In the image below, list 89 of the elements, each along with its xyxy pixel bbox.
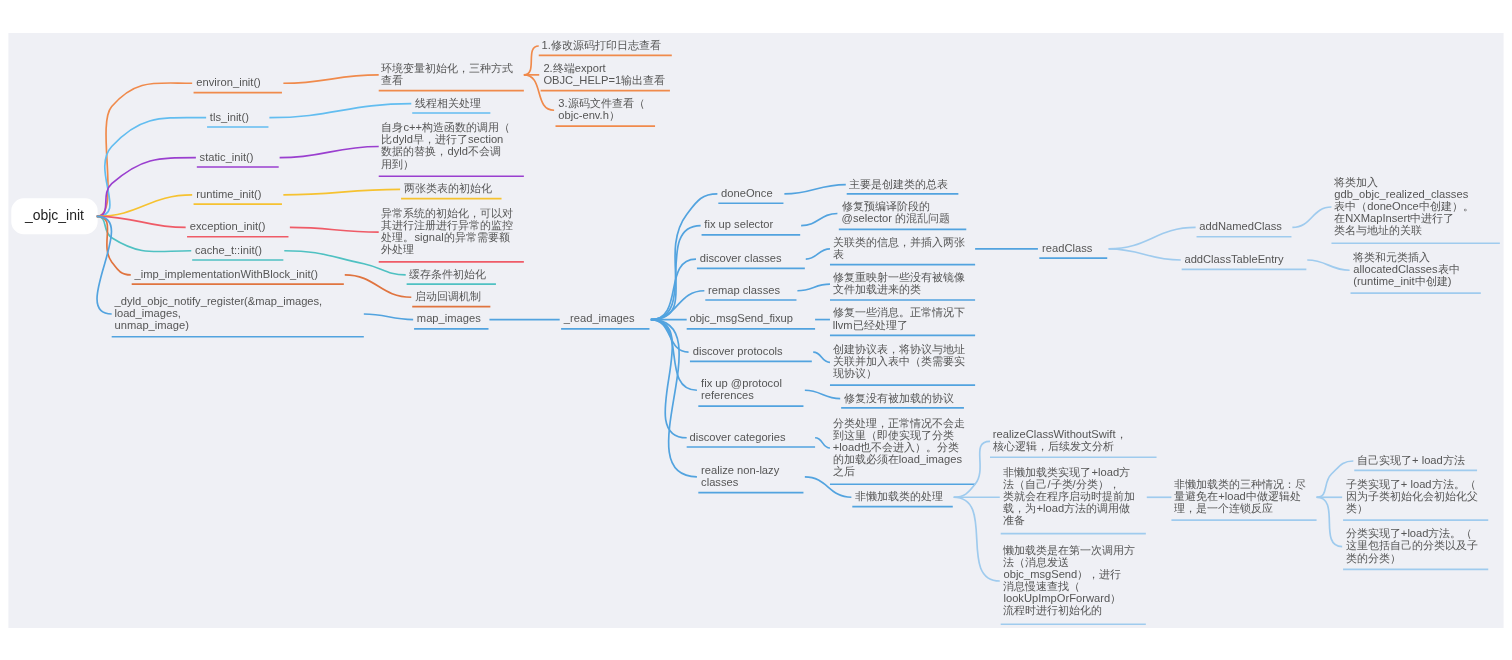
node-text: runtime_init() — [196, 187, 262, 200]
connector — [650, 224, 702, 320]
connector — [650, 257, 697, 320]
node-text: 懒加载类是在第一次调用方法（消息发送objc_msgSend），进行消息慢速查找（lookUpImpOrForward）流程时进行初始化的 — [1003, 543, 1136, 616]
node-text: 非懒加载类的处理 — [855, 489, 944, 502]
connector — [343, 273, 413, 298]
node-text: 非懒加载类的三种情况：尽量避免在+load中做逻辑处理，是一个连锁反应 — [1174, 477, 1307, 514]
node-text: 分类实现了+load方法。（这里包括自己的分类以及子类的分类） — [1345, 526, 1478, 564]
node-text: realize non-lazy classes — [701, 463, 780, 488]
connector — [650, 318, 698, 478]
connector — [289, 226, 380, 233]
connector — [282, 187, 401, 196]
connector — [1315, 495, 1343, 547]
node-text: 1.修改源码打印日志查看 — [541, 38, 661, 51]
node-text: tls_init() — [209, 110, 249, 123]
connector — [952, 495, 1001, 582]
node-text: 非懒加载类实现了+load方法（自己/子类/分类），类就会在程序启动时提前加载，为+load方法的调用做准备 — [1003, 465, 1136, 526]
connector — [283, 249, 407, 276]
node-text: fix up selector — [704, 217, 774, 230]
node-text: discover categories — [689, 430, 786, 443]
connector — [278, 145, 380, 158]
node-text: 缓存条件初始化 — [409, 267, 487, 280]
connector — [1291, 205, 1333, 228]
node-text: 分类处理，正常情况不会走到这里（即使实现了分类+load也不会进入）。分类的加载必须在load_images之后 — [832, 416, 965, 477]
connector — [796, 282, 831, 292]
node-text: _dyld_objc_notify_register(&map_images, load_images, unmap_image) — [114, 294, 323, 331]
node-text: discover classes — [699, 251, 782, 264]
node-text: 启动回调机制 — [415, 289, 481, 302]
connector — [952, 495, 1001, 498]
connector — [804, 388, 842, 399]
node-text: addNamedClass — [1199, 219, 1282, 232]
node-text: readClass — [1042, 241, 1093, 254]
connector — [1315, 459, 1355, 498]
node-text: cache_t::init() — [194, 243, 262, 256]
connector — [363, 312, 414, 320]
node-text: exception_init() — [189, 219, 266, 232]
connector — [814, 436, 831, 449]
node-text: remap classes — [708, 283, 781, 296]
node-text: fix up @protocol references — [701, 376, 782, 401]
node-text: 两张类表的初始化 — [403, 181, 492, 194]
connector — [650, 192, 719, 320]
node-text: 环境变量初始化，三种方式查看 — [381, 61, 514, 86]
node-text: addClassTableEntry — [1184, 252, 1284, 265]
node-text: map_images — [416, 311, 481, 324]
node-text: 自己实现了+ load方法 — [1357, 453, 1465, 466]
connector — [1306, 258, 1351, 271]
node-box: _objc_init — [11, 197, 98, 234]
node-text: realizeClassWithoutSwift，核心逻辑，后续发文分析 — [992, 427, 1127, 452]
node-text: 关联类的信息，并插入两张表 — [832, 235, 965, 260]
connector — [1145, 495, 1173, 498]
connector — [95, 81, 193, 217]
connector — [488, 318, 561, 320]
node-text: 修复一些消息。正常情况下llvm已经处理了 — [832, 305, 965, 330]
connector — [95, 214, 193, 252]
connector — [95, 214, 187, 228]
node-text: 子类实现了+ load方法。（因为子类初始化会初始化父类） — [1345, 477, 1478, 514]
connector — [282, 73, 380, 84]
connector — [804, 475, 853, 498]
node-text: 异常系统的初始化，可以对其进行注册进行异常的监控处理。signal的异常需要额外处理 — [381, 206, 514, 255]
connector — [95, 116, 207, 217]
connector — [1315, 495, 1343, 498]
node-text: 主要是创建类的总表 — [849, 177, 949, 190]
connector — [974, 247, 1039, 250]
connector — [812, 350, 831, 363]
node-text: 修复没有被加载的协议 — [843, 391, 954, 404]
connector — [268, 102, 413, 118]
node-text: 修复重映射一些没有被镜像文件加载进来的类 — [832, 270, 965, 295]
connector — [783, 183, 847, 195]
node-text: doneOnce — [721, 186, 773, 199]
node-text: 修复预编译阶段的 @selector 的混乱问题 — [841, 199, 951, 224]
node-text: 3.源码文件查看（objc-env.h） — [558, 96, 645, 121]
node-text: 2.终端export OBJC_HELP=1输出查看 — [543, 61, 666, 86]
connector — [800, 212, 839, 226]
connector — [95, 156, 197, 217]
node-text: 将类和元类插入allocatedClasses表中(runtime_init中创建) — [1353, 250, 1460, 287]
connector — [804, 247, 831, 260]
node-text: 创建协议表，将协议与地址关联并加入表中（类需要实现协议） — [832, 342, 965, 379]
node-text: _imp_implementationWithBlock_init() — [134, 267, 319, 280]
node-text: 将类加入gdb_objc_realized_classes表中（doneOnce中创建）。在NXMapInsert中进行了类名与地址的关联 — [1334, 175, 1474, 236]
node-text: environ_init() — [196, 75, 261, 88]
node-text: 线程相关处理 — [415, 96, 481, 109]
node-text: 自身c++构造函数的调用（比dyld早，进行了section数据的替换，dyld不会调用到） — [381, 120, 511, 170]
connector — [95, 193, 193, 217]
node-text: _read_images — [563, 311, 635, 324]
connector — [1107, 247, 1182, 261]
node-text: static_init() — [199, 150, 254, 163]
connector — [650, 318, 698, 391]
node-text: discover protocols — [692, 344, 783, 357]
node-text: objc_msgSend_fixup — [689, 311, 794, 324]
